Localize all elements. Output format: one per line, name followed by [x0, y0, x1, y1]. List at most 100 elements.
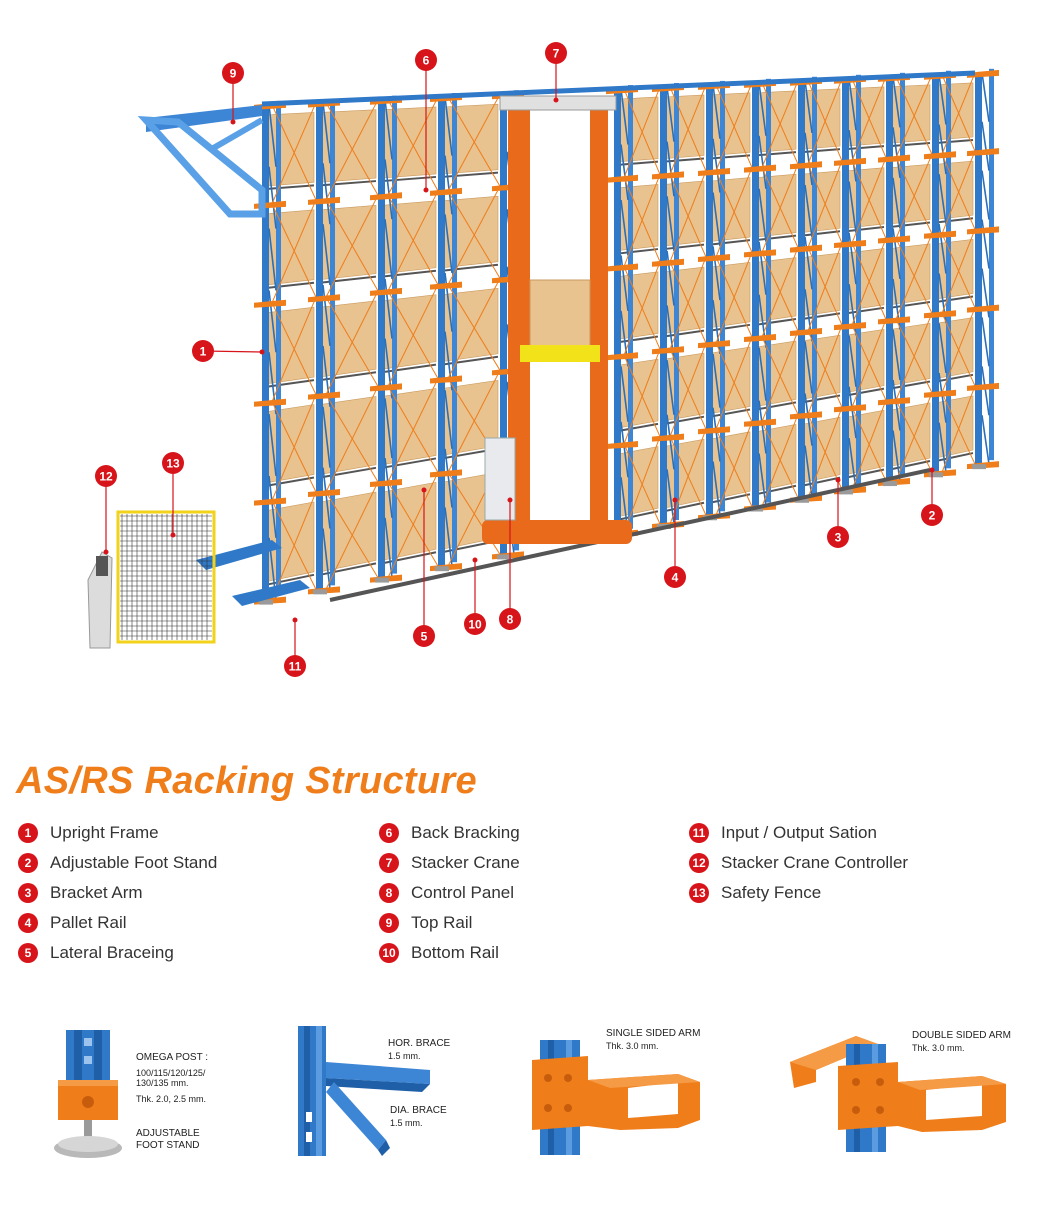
- back-bracing: [271, 491, 317, 600]
- back-bracing: [623, 86, 661, 178]
- frame-brace: [892, 329, 901, 381]
- bracket-arm: [744, 164, 776, 173]
- frame-brace: [444, 507, 453, 567]
- legend-badge: 10: [379, 943, 399, 963]
- frame-brace: [384, 458, 393, 518]
- racking-structure: [137, 68, 999, 605]
- legend-label: Adjustable Foot Stand: [50, 853, 218, 872]
- back-bracing: [807, 324, 843, 415]
- back-bracing: [941, 307, 976, 393]
- bracket-arm: [790, 411, 822, 420]
- frame-brace: [848, 386, 857, 439]
- callout-dot: [672, 497, 678, 503]
- upright-post: [438, 96, 445, 567]
- upright-post: [720, 80, 725, 512]
- bracket-arm: [967, 148, 999, 157]
- foot-plate: [795, 497, 809, 503]
- bracket-arm: [790, 327, 822, 336]
- upright-post: [975, 72, 982, 465]
- frame-brace: [444, 96, 453, 156]
- callout-dot: [929, 467, 935, 473]
- frame-brace: [758, 82, 767, 136]
- frame-brace: [712, 353, 721, 408]
- pallet: [801, 148, 841, 154]
- legend-label: Pallet Rail: [50, 913, 127, 932]
- frame-brace: [804, 237, 813, 290]
- frame-brace: [712, 246, 721, 301]
- callout-number: 4: [672, 571, 679, 585]
- legend-label: Stacker Crane: [411, 853, 520, 872]
- upright-post: [900, 72, 905, 478]
- back-bracing: [325, 99, 379, 201]
- bracket-arm: [698, 254, 730, 263]
- back-bracing: [669, 342, 707, 437]
- frame-brace: [620, 144, 629, 201]
- back-bracing: [447, 278, 501, 379]
- omega-post-illustration: [54, 1030, 122, 1158]
- callout-circle: [664, 566, 686, 588]
- frame-brace: [848, 78, 857, 131]
- frame-brace: [804, 393, 813, 446]
- callout-dot: [292, 617, 298, 623]
- frame-brace: [322, 406, 331, 468]
- frame-brace: [804, 80, 813, 134]
- back-bracing: [941, 150, 976, 234]
- frame-brace: [444, 155, 453, 215]
- crane-load: [529, 279, 591, 351]
- callout-dot: [423, 187, 429, 193]
- foot-plate: [497, 554, 511, 560]
- top-rail: [261, 70, 976, 107]
- back-bracing: [271, 394, 317, 501]
- pallet: [319, 371, 377, 382]
- frame-brace: [848, 181, 857, 233]
- callout-circle: [413, 625, 435, 647]
- dia-brace-thickness: 1.5 mm.: [390, 1118, 423, 1128]
- bracket-arm: [606, 263, 638, 272]
- callout-dot: [421, 487, 427, 493]
- back-bracing: [941, 229, 976, 314]
- back-bracing: [669, 84, 707, 175]
- back-bracing: [325, 290, 379, 395]
- upright-post: [276, 100, 281, 596]
- pallet: [755, 151, 797, 157]
- bracket-arm: [698, 426, 730, 435]
- upright-post: [614, 89, 621, 533]
- callout-badge-13: 13: [162, 452, 184, 474]
- upright-post: [812, 76, 817, 494]
- frame-brace: [620, 88, 629, 145]
- back-bracing: [851, 76, 887, 162]
- frame-brace: [268, 475, 277, 538]
- frame-brace: [268, 414, 277, 477]
- frame-brace: [892, 177, 901, 229]
- callout-badge-8: 8: [499, 608, 521, 630]
- frame-brace: [758, 135, 767, 189]
- callout-number: 12: [99, 470, 113, 484]
- legend-badge: 9: [379, 913, 399, 933]
- callout-dot: [472, 557, 478, 563]
- legend-badge: 1: [18, 823, 38, 843]
- frame-brace: [848, 232, 857, 285]
- upright-post: [752, 82, 759, 507]
- pallet: [265, 476, 315, 487]
- double-sided-arm-illustration: [790, 1036, 1006, 1152]
- frame-brace: [981, 72, 990, 122]
- frame-brace: [666, 414, 675, 470]
- back-bracing: [271, 102, 317, 205]
- upright-post: [674, 83, 679, 520]
- frame-brace: [322, 224, 331, 286]
- back-bracing: [623, 349, 661, 445]
- pallet: [709, 239, 751, 246]
- pallet: [845, 225, 885, 233]
- frame-brace: [712, 407, 721, 462]
- pallet: [319, 562, 377, 576]
- io-conveyor: [232, 580, 310, 606]
- frame-brace: [384, 278, 393, 339]
- pallet: [889, 380, 931, 390]
- top-rail-support: [208, 117, 264, 153]
- pallet: [935, 217, 974, 224]
- pallet: [889, 460, 931, 471]
- upright-post: [798, 80, 805, 498]
